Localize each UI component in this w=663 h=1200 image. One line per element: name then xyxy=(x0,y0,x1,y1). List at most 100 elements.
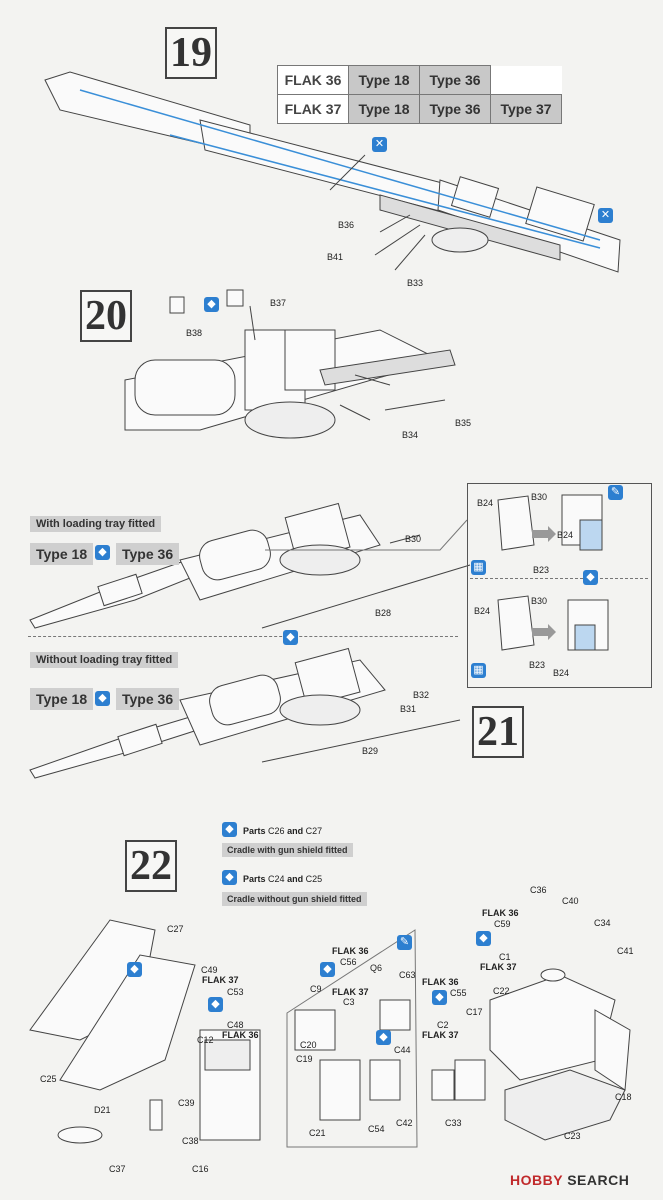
part-label: B24 xyxy=(557,530,574,540)
and-word: and xyxy=(287,826,304,836)
flak-label: FLAK 36 xyxy=(482,908,519,918)
type18-tag: Type 18 xyxy=(30,688,94,710)
part-label: C17 xyxy=(466,1007,483,1017)
without-tray-tag: Without loading tray fitted xyxy=(30,652,179,668)
part-label: C18 xyxy=(615,1092,632,1102)
variant-empty xyxy=(490,65,562,95)
sanding-icon: ▦ xyxy=(471,560,486,575)
variant-type: Type 36 xyxy=(419,65,491,95)
parts-note-1: Parts C26 and C27 xyxy=(243,826,322,836)
part-label: C25 xyxy=(40,1074,57,1084)
part-label: B30 xyxy=(531,596,548,606)
parts-word: Parts xyxy=(243,826,266,836)
with-tray-tag: With loading tray fitted xyxy=(30,516,162,532)
part-label: B33 xyxy=(407,278,424,288)
cement-icon: ◆ xyxy=(376,1030,391,1045)
step-number-21: 21 xyxy=(472,706,524,758)
cement-icon: ◆ xyxy=(204,297,219,312)
part-label: C54 xyxy=(368,1124,385,1134)
cement-icon: ◆ xyxy=(320,962,335,977)
part-label: B31 xyxy=(400,704,417,714)
detail-inset xyxy=(467,483,652,688)
part-label: C38 xyxy=(182,1136,199,1146)
variant-row-flak37: FLAK 37 Type 18 Type 36 Type 37 xyxy=(277,94,562,124)
part-label: C2 xyxy=(437,1020,449,1030)
part-label: B24 xyxy=(474,606,491,616)
part-ref: C26 xyxy=(268,826,285,836)
step-number-22: 22 xyxy=(125,840,177,892)
part-label: C34 xyxy=(594,918,611,928)
flak-label: FLAK 37 xyxy=(480,962,517,972)
part-label: C19 xyxy=(296,1054,313,1064)
part-ref: C27 xyxy=(305,826,323,836)
part-label: C1 xyxy=(499,952,511,962)
step-number-20: 20 xyxy=(80,290,132,342)
sanding-icon: ▦ xyxy=(471,663,486,678)
note-desc-2: Cradle without gun shield fitted xyxy=(222,892,367,906)
part-label: C27 xyxy=(167,924,184,934)
part-label: B24 xyxy=(477,498,494,508)
part-label: B32 xyxy=(413,690,430,700)
part-label: B30 xyxy=(405,534,422,544)
variant-type: Type 18 xyxy=(348,65,420,95)
part-label: C23 xyxy=(564,1131,581,1141)
part-label: B35 xyxy=(455,418,472,428)
part-label: C16 xyxy=(192,1164,209,1174)
part-label: C44 xyxy=(394,1045,411,1055)
part-label: C37 xyxy=(109,1164,126,1174)
part-label: C55 xyxy=(450,988,467,998)
part-label: C49 xyxy=(201,965,218,975)
glue-icon: ✕ xyxy=(372,137,387,152)
variant-model: FLAK 36 xyxy=(277,65,349,95)
cement-icon: ◆ xyxy=(208,997,223,1012)
cement-icon: ◆ xyxy=(283,630,298,645)
part-label: B41 xyxy=(327,252,344,262)
part-label: C21 xyxy=(309,1128,326,1138)
flak-label: FLAK 36 xyxy=(332,946,369,956)
and-word: and xyxy=(287,874,304,884)
parts-note-2: Parts C24 and C25 xyxy=(243,874,322,884)
part-label: Q6 xyxy=(370,963,383,973)
parts-word: Parts xyxy=(243,874,266,884)
part-label: C42 xyxy=(396,1118,413,1128)
cement-icon: ◆ xyxy=(95,691,110,706)
cement-icon: ◆ xyxy=(222,870,237,885)
paint-icon: ✎ xyxy=(608,485,623,500)
part-label: C33 xyxy=(445,1118,462,1128)
type36-tag: Type 36 xyxy=(116,543,180,565)
variant-model: FLAK 37 xyxy=(277,94,349,124)
variant-type: Type 18 xyxy=(348,94,420,124)
part-label: C63 xyxy=(399,970,416,980)
part-label: C41 xyxy=(617,946,634,956)
brand-logo: HOBBY SEARCH xyxy=(510,1172,629,1188)
part-label: C9 xyxy=(310,984,322,994)
part-label: B28 xyxy=(375,608,392,618)
flak-label: FLAK 37 xyxy=(332,987,369,997)
part-label: B36 xyxy=(338,220,355,230)
cement-icon: ◆ xyxy=(583,570,598,585)
part-label: B29 xyxy=(362,746,379,756)
part-label: C48 xyxy=(227,1020,244,1030)
brand-part-dark: SEARCH xyxy=(567,1172,630,1188)
part-ref: C25 xyxy=(305,874,323,884)
part-label: B38 xyxy=(186,328,203,338)
part-label: C22 xyxy=(493,986,510,996)
variant-type: Type 36 xyxy=(419,94,491,124)
part-label: B30 xyxy=(531,492,548,502)
glue-icon: ✕ xyxy=(598,208,613,223)
part-label: C36 xyxy=(530,885,547,895)
cement-icon: ◆ xyxy=(476,931,491,946)
variant-table: FLAK 36 Type 18 Type 36 FLAK 37 Type 18 … xyxy=(277,65,562,124)
part-label: C53 xyxy=(227,987,244,997)
type18-tag: Type 18 xyxy=(30,543,94,565)
part-label: D21 xyxy=(94,1105,111,1115)
part-label: C3 xyxy=(343,997,355,1007)
step-number-19: 19 xyxy=(165,27,217,79)
part-label: B23 xyxy=(529,660,546,670)
flak-label: FLAK 37 xyxy=(202,975,239,985)
part-label: C20 xyxy=(300,1040,317,1050)
part-label: B37 xyxy=(270,298,287,308)
part-label: C56 xyxy=(340,957,357,967)
part-label: B24 xyxy=(553,668,570,678)
